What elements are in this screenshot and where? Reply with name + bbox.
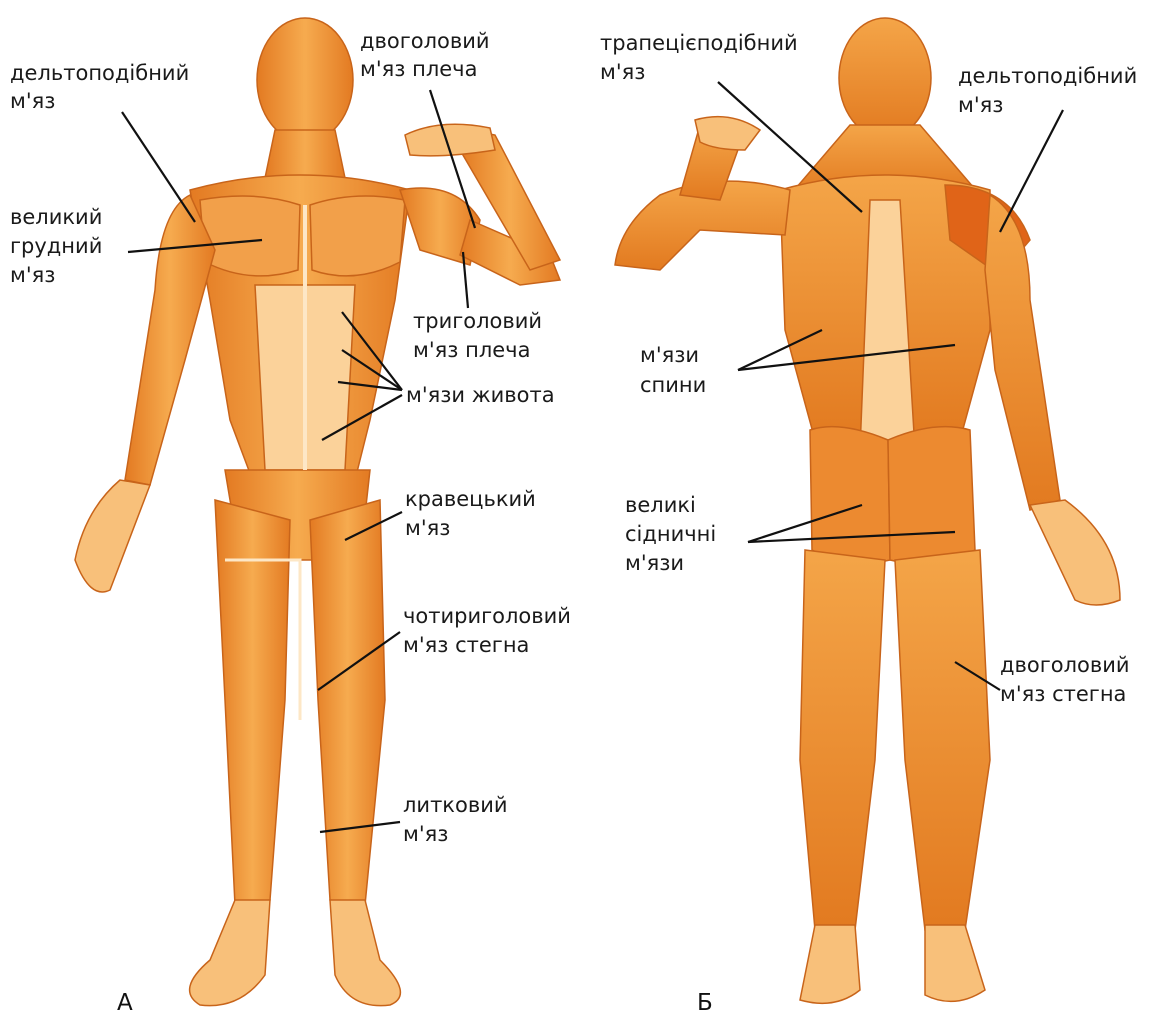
- back-head: [839, 18, 931, 138]
- front-neck: [265, 130, 345, 178]
- back-gluteal-left: [810, 427, 890, 564]
- label-back-gluteal: великі сідничні м'язи: [625, 493, 723, 575]
- back-arm-right: [985, 195, 1060, 510]
- label-front-quadriceps: чотириголовий м'яз стегна: [403, 604, 578, 657]
- front-head: [257, 18, 353, 142]
- label-front-triceps: триголовий м'яз плеча: [413, 309, 549, 362]
- front-pectoral-right: [310, 196, 405, 276]
- front-figure-tag: А: [117, 990, 133, 1016]
- back-foot-right: [925, 925, 985, 1001]
- label-front-sartorius: кравецький м'яз: [405, 487, 543, 540]
- label-front-calf: литковий м'яз: [403, 793, 514, 846]
- label-front-pectoral: великий грудний м'яз: [10, 205, 109, 287]
- label-front-biceps: двоголовий м'яз плеча: [360, 29, 496, 81]
- front-foot-left: [190, 900, 270, 1006]
- leader-front-deltoid: [122, 112, 195, 222]
- label-back-deltoid: дельтоподібний м'яз: [958, 64, 1144, 117]
- front-figure: [75, 18, 560, 1006]
- front-foot-right: [330, 900, 400, 1006]
- back-leg-right: [895, 550, 990, 930]
- label-front-abdominal: м'язи живота: [406, 383, 555, 407]
- back-gluteal-right: [888, 427, 975, 564]
- back-foot-left: [800, 925, 860, 1003]
- label-back-muscles: м'язи спини: [640, 343, 706, 397]
- front-leg-right: [310, 500, 385, 905]
- label-back-hamstring: двоголовий м'яз стегна: [1000, 653, 1136, 706]
- front-arm-left: [125, 195, 215, 485]
- label-back-trapezius: трапецієподібний м'яз: [600, 31, 804, 84]
- back-hand-right: [1030, 500, 1120, 605]
- back-leg-left: [800, 550, 885, 930]
- front-pectoral-left: [200, 196, 300, 276]
- leader-back-deltoid: [1000, 110, 1063, 232]
- label-front-deltoid: дельтоподібний м'яз: [10, 61, 196, 113]
- back-figure-tag: Б: [697, 990, 713, 1016]
- front-hand-left: [75, 480, 150, 592]
